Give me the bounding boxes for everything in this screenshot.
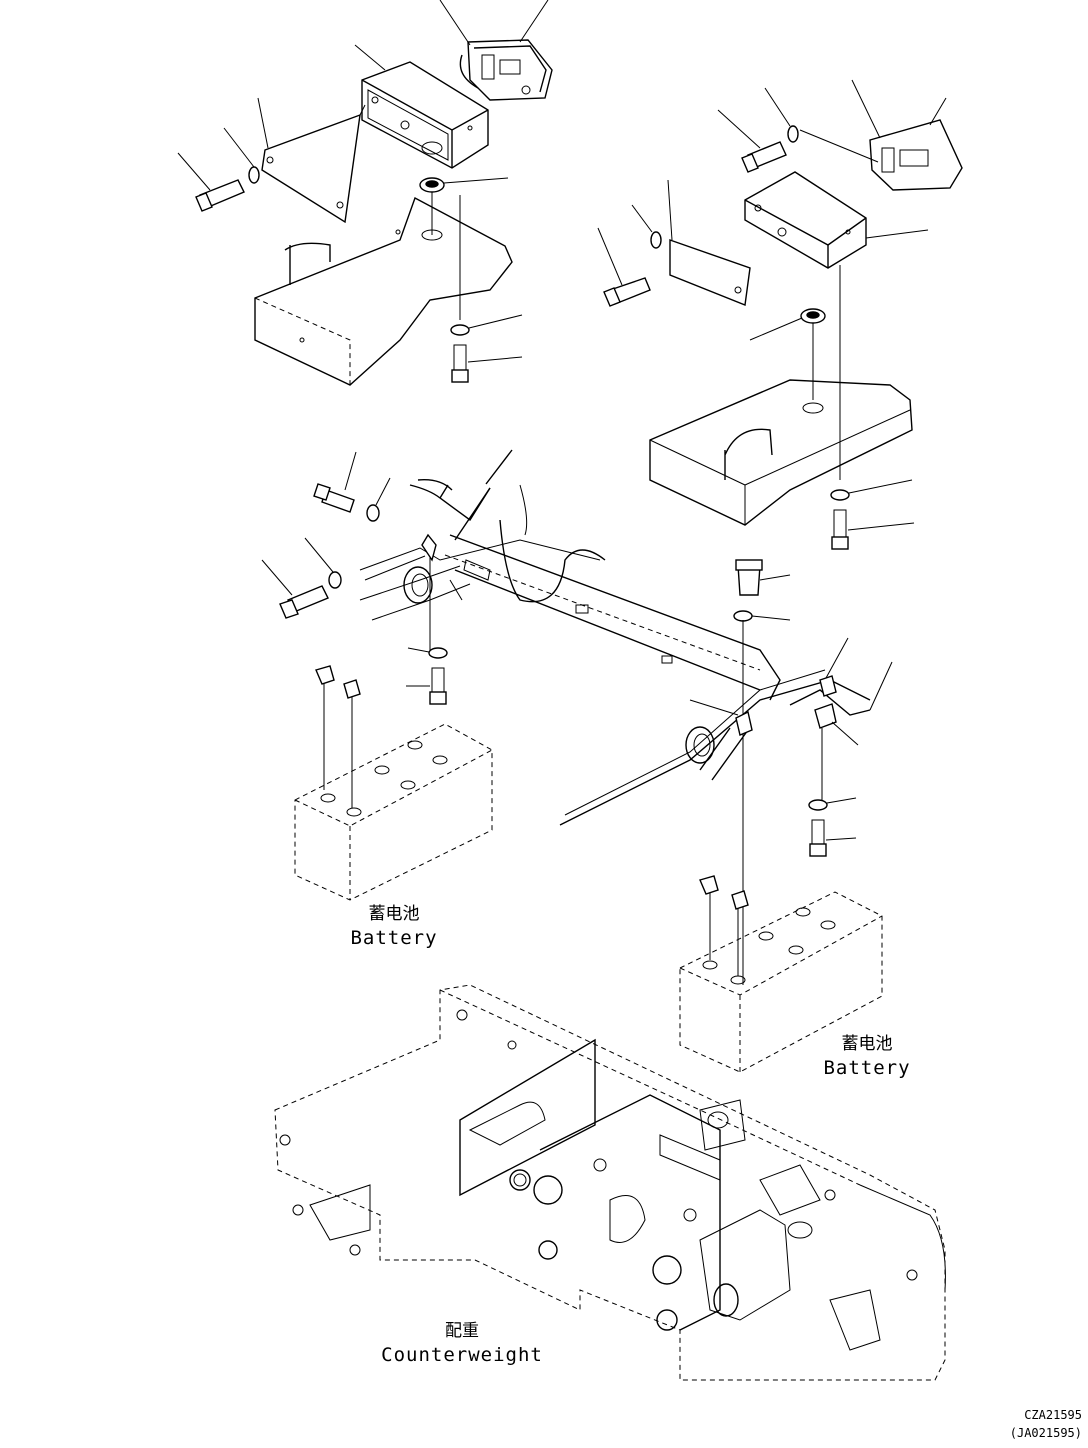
battery-left-label-cn: 蓄电池 [368, 904, 420, 924]
right-cover [649, 265, 913, 526]
counterweight-label-cn: 配重 [445, 1321, 479, 1341]
harness-right [559, 559, 893, 985]
harness-frame-bar [444, 534, 781, 701]
right-cover-bolt [830, 479, 915, 550]
right-nameplate [667, 179, 751, 306]
harness-left-bolt-lower [406, 647, 448, 705]
harness-right-bolt-lower [808, 797, 857, 857]
left-cover [254, 195, 513, 386]
counterweight-label: 配重 Counterweight [372, 1323, 552, 1365]
wire-harness [359, 449, 606, 650]
right-switch-box [744, 171, 929, 269]
counterweight-frame [274, 984, 946, 1381]
right-grommet [749, 308, 826, 400]
battery-right-label-en: Battery [823, 1057, 911, 1079]
drawing-code-alt: (JA021595) [1009, 1426, 1082, 1440]
battery-left-label: 蓄电池 Battery [345, 906, 443, 948]
left-battery [294, 665, 493, 901]
harness-left-bolts [261, 451, 391, 619]
right-bolt-washer-top [717, 87, 879, 173]
drawing-code: CZA21595 [1024, 1408, 1082, 1422]
battery-right-label-cn: 蓄电池 [841, 1034, 893, 1054]
left-switch-box [354, 44, 489, 169]
counterweight-label-en: Counterweight [381, 1344, 543, 1366]
left-nameplate [257, 97, 366, 224]
left-bolt-washer [177, 127, 260, 212]
right-bolt-washer-mid [597, 204, 662, 307]
right-battery [679, 875, 883, 1073]
left-cover-bolt [450, 314, 523, 383]
right-switch-unit [851, 79, 963, 191]
left-switch-unit [439, 0, 553, 101]
battery-left-label-en: Battery [350, 927, 438, 949]
battery-right-label: 蓄电池 Battery [818, 1036, 916, 1078]
left-grommet [419, 177, 509, 235]
